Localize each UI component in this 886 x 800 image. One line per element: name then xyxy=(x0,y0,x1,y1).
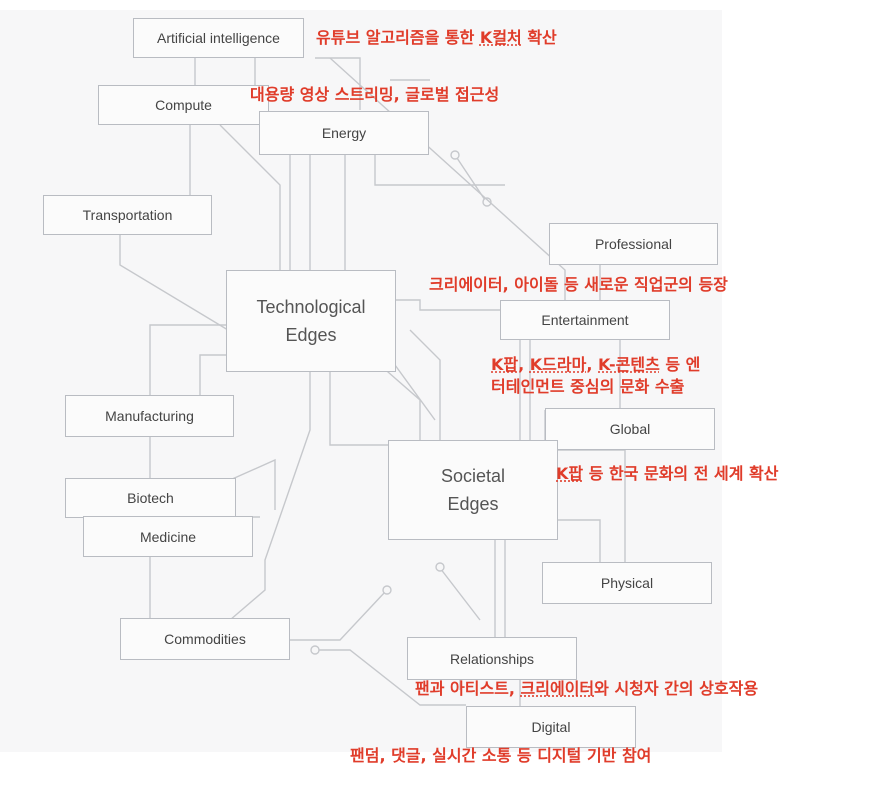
annotation-relationships: 팬과 아티스트, 크리에이터와 시청자 간의 상호작용 xyxy=(415,679,759,698)
annotation-ai: 유튜브 알고리즘을 통한 K컬처 확산 xyxy=(316,28,557,47)
annotation-global: K팝 등 한국 문화의 전 세계 확산 xyxy=(556,464,779,483)
node-compute: Compute xyxy=(98,85,269,125)
node-technological-edges: Technological Edges xyxy=(226,270,396,372)
node-digital: Digital xyxy=(466,706,636,748)
annotation-entertainment-line2: 터테인먼트 중심의 문화 수출 xyxy=(491,377,685,396)
annotation-entertainment: K팝, K드라마, K-콘텐츠 등 엔 터테인먼트 중심의 문화 수출 xyxy=(491,354,700,398)
annotation-professional: 크리에이터, 아이돌 등 새로운 직업군의 등장 xyxy=(429,275,728,294)
node-biotech: Biotech xyxy=(65,478,236,518)
node-societal-edges: Societal Edges xyxy=(388,440,558,540)
node-medicine: Medicine xyxy=(83,516,253,557)
node-transportation: Transportation xyxy=(43,195,212,235)
node-global: Global xyxy=(545,408,715,450)
annotation-compute: 대용량 영상 스트리밍, 글로벌 접근성 xyxy=(250,85,500,104)
node-relationships: Relationships xyxy=(407,637,577,680)
node-energy: Energy xyxy=(259,111,429,155)
node-commodities: Commodities xyxy=(120,618,290,660)
annotation-entertainment-line1: K팝, K드라마, K-콘텐츠 등 엔 xyxy=(491,355,701,374)
annotation-digital: 팬덤, 댓글, 실시간 소통 등 디지털 기반 참여 xyxy=(350,746,652,765)
node-manufacturing: Manufacturing xyxy=(65,395,234,437)
node-artificial-intelligence: Artificial intelligence xyxy=(133,18,304,58)
node-professional: Professional xyxy=(549,223,718,265)
node-physical: Physical xyxy=(542,562,712,604)
node-entertainment: Entertainment xyxy=(500,300,670,340)
